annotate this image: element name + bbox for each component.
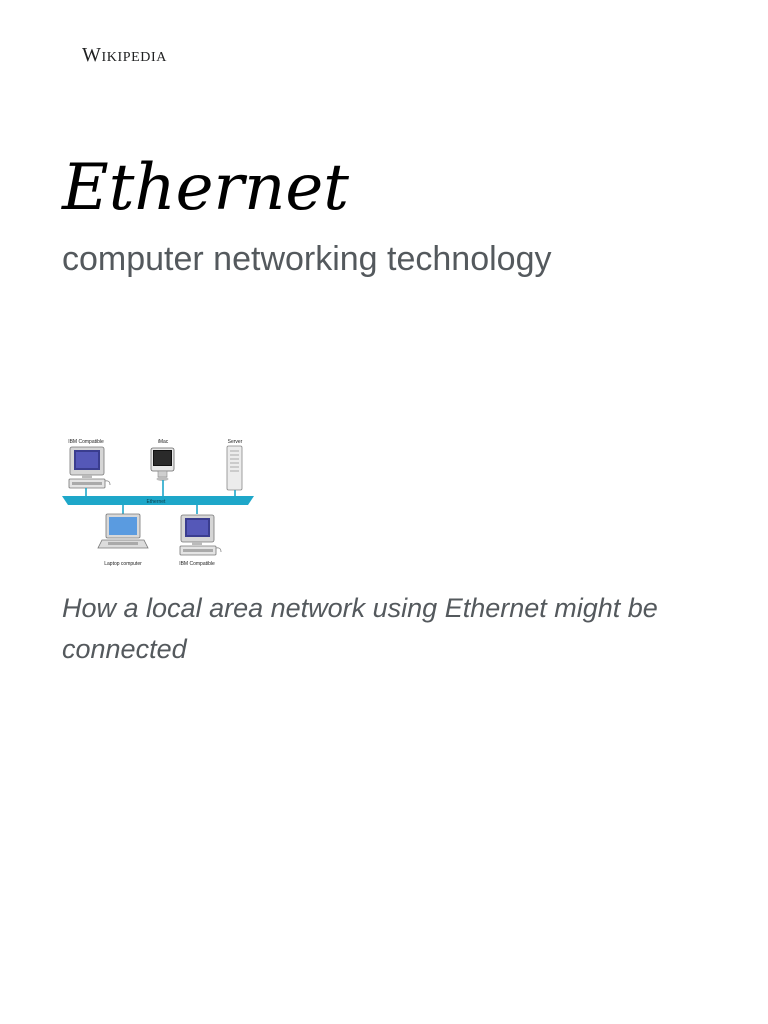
network-diagram-image[interactable]: IBM Compatible iMac Server bbox=[62, 436, 254, 568]
label-server: Server bbox=[228, 439, 243, 445]
label-imac: iMac bbox=[158, 439, 169, 445]
label-laptop-computer: Laptop computer bbox=[104, 561, 142, 567]
imac-icon bbox=[150, 447, 175, 481]
server-icon bbox=[226, 445, 243, 491]
label-ethernet-bus: Ethernet bbox=[147, 499, 167, 505]
network-diagram-svg: IBM Compatible iMac Server bbox=[62, 439, 254, 567]
wikipedia-wordmark[interactable]: Wikipedia bbox=[82, 44, 167, 66]
desktop-computer-icon bbox=[179, 514, 222, 556]
label-ibm-compatible-top: IBM Compatible bbox=[68, 439, 104, 445]
ethernet-bus: Ethernet bbox=[62, 496, 254, 505]
image-caption: How a local area network using Ethernet … bbox=[62, 593, 658, 664]
short-description: computer networking technology bbox=[62, 240, 552, 278]
page-title: Ethernet bbox=[62, 151, 349, 225]
label-ibm-compatible-bottom: IBM Compatible bbox=[179, 561, 215, 567]
desktop-computer-icon bbox=[68, 446, 111, 489]
laptop-icon bbox=[97, 513, 149, 549]
